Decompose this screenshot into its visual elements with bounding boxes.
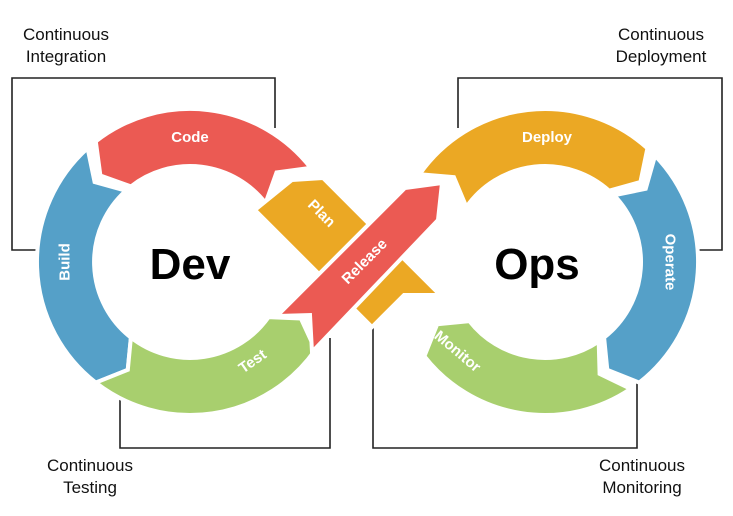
frame-continuous-integration (11, 77, 276, 251)
operate-label: Operate (662, 234, 679, 291)
code-label: Code (171, 129, 209, 146)
group-frames (11, 77, 723, 449)
release-band (272, 180, 445, 357)
label-continuous-integration: Continuous Integration (22, 25, 109, 66)
label-continuous-testing: Continuous Testing (46, 456, 133, 497)
deploy-label: Deploy (522, 129, 573, 146)
build-label: Build (56, 243, 73, 281)
operate-segment (602, 151, 700, 385)
label-continuous-monitoring: Continuous Monitoring (598, 456, 685, 497)
dev-label: Dev (150, 240, 231, 289)
frame-continuous-monitoring (372, 312, 638, 449)
label-continuous-deployment: Continuous Deployment (615, 25, 707, 66)
frame-continuous-deployment (457, 77, 723, 251)
frame-continuous-testing (119, 338, 331, 449)
code-segment (93, 106, 315, 207)
ops-label: Ops (494, 240, 580, 289)
monitor-segment (422, 319, 635, 418)
deploy-segment (416, 107, 650, 212)
test-segment (91, 315, 318, 418)
